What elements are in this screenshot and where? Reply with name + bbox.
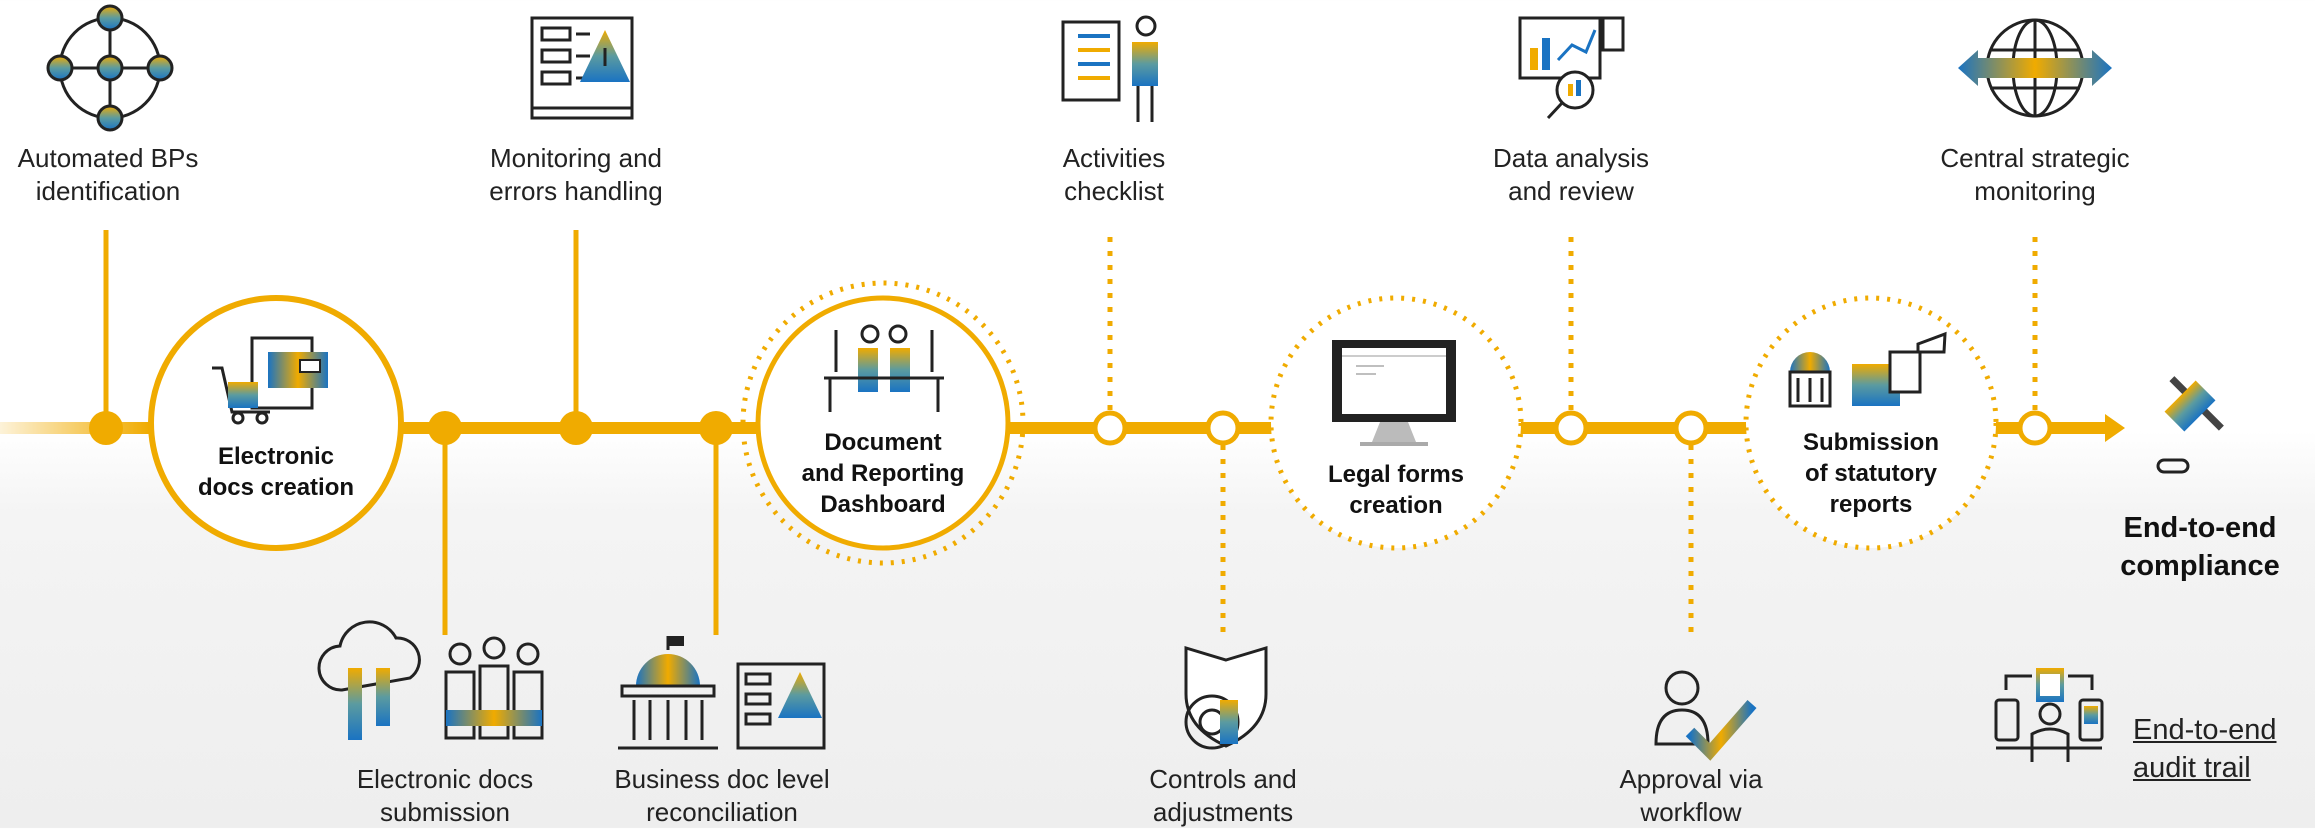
node-hollow [1673, 410, 1709, 446]
label-approval-workflow: Approval via workflow [1619, 764, 1763, 827]
people-desks-icon [824, 324, 944, 412]
timeline-line [150, 422, 2110, 434]
node-hollow [2017, 410, 2053, 446]
gavel-icon [2156, 376, 2224, 474]
government-buildings-icon [1788, 331, 1947, 408]
government-document-icon [618, 636, 826, 750]
final-label-end-to-end-compliance: End-to-end compliance [2120, 512, 2280, 582]
shield-gear-icon [1184, 645, 1268, 750]
audit-trail-link[interactable]: End-to-end audit trail [2133, 714, 2277, 784]
node-solid [559, 411, 593, 445]
node-hollow [1205, 410, 1241, 446]
cloud-people-icon [317, 620, 544, 740]
audit-devices-icon [1994, 668, 2104, 762]
circle-document-dashboard-outer [740, 280, 1026, 566]
label-controls-adjustments: Controls and adjustments [1149, 764, 1297, 827]
circle-label-electronic-docs-creation: Electronic docs creation [197, 443, 355, 501]
monitor-icon [1332, 340, 1456, 446]
network-people-icon [46, 4, 174, 132]
document-warning-icon [530, 16, 634, 120]
globe-icon [1958, 18, 2112, 118]
circle-document-dashboard [755, 295, 1011, 551]
circle-label-legal-forms: Legal forms creation [1327, 461, 1465, 519]
label-electronic-docs-submission: Electronic docs submission [356, 764, 534, 827]
circle-electronic-docs-creation [148, 295, 404, 551]
node-solid [428, 411, 462, 445]
node-hollow [1553, 410, 1589, 446]
node-solid [89, 411, 123, 445]
checklist-person-icon [1061, 15, 1158, 122]
label-activities-checklist: Activities checklist [1062, 143, 1166, 206]
node-solid [699, 411, 733, 445]
label-monitoring-errors: Monitoring and errors handling [489, 143, 663, 206]
label-business-doc-reconciliation: Business doc level reconciliation [614, 764, 830, 827]
timeline-fade [0, 422, 150, 434]
label-data-analysis: Data analysis and review [1492, 143, 1650, 206]
node-hollow [1092, 410, 1128, 446]
cart-documents-icon [212, 336, 328, 425]
timeline-arrowhead [2105, 414, 2125, 442]
label-automated-bps: Automated BPs identification [17, 143, 199, 206]
data-analysis-icon [1518, 16, 1625, 120]
circle-label-document-dashboard: Document and Reporting Dashboard [801, 429, 965, 518]
circle-label-statutory-reports: Submission of statutory reports [1802, 429, 1940, 518]
label-central-monitoring: Central strategic monitoring [1940, 143, 2130, 206]
person-check-icon [1654, 670, 1757, 761]
